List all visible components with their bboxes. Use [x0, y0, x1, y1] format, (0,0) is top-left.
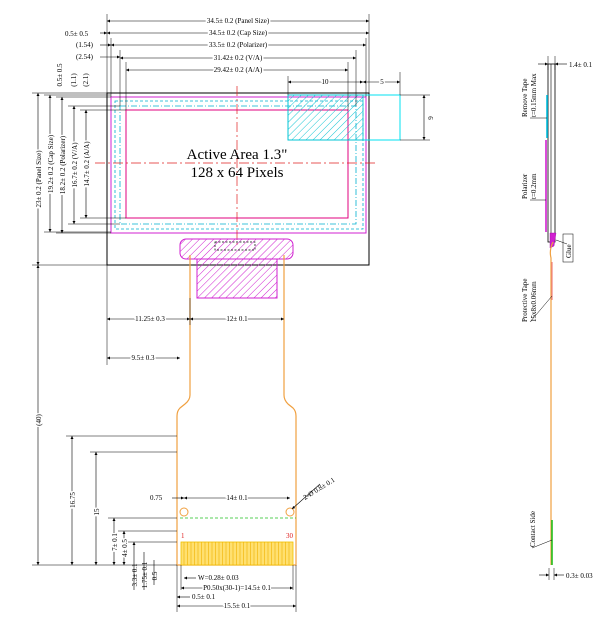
- cap-height-label: 19.2± 0.2 (Cap Size): [47, 134, 55, 193]
- panel-height-label: 23± 0.2 (Panel Size): [35, 150, 43, 208]
- side-panel-glass: [547, 63, 556, 243]
- contact-end-2-label: 0.5: [151, 571, 159, 580]
- pin-first-label: 1: [181, 532, 185, 540]
- contact-side-label: Contact Side: [529, 511, 537, 547]
- left-dimensions: 23± 0.2 (Panel Size) 19.2± 0.2 (Cap Size…: [32, 63, 126, 266]
- pixels-label: 128 x 64 Pixels: [191, 165, 284, 181]
- cutout-height-label: 6: [426, 116, 434, 120]
- fpc-lower-length-label: 15: [93, 508, 101, 516]
- va-height-label: 16.7± 0.2 (V/A): [71, 142, 79, 188]
- hole-size-label: 2-Ø 0.8± 0.1: [302, 476, 337, 502]
- fpc-width-label: 15.5± 0.1: [224, 602, 251, 610]
- polarizer-label-1: Polarizer: [521, 173, 529, 199]
- front-view: Active Area 1.3" 128 x 64 Pixels 1 30 34…: [32, 14, 434, 612]
- contact-length-label: 3.3± 0.1: [131, 563, 139, 587]
- hole-offset-label: 0.75: [150, 494, 163, 502]
- driver-ic: [214, 241, 256, 251]
- top-offset-3-label: (2.1): [82, 73, 90, 87]
- remove-tape-label-1: Remove Tape: [521, 79, 529, 117]
- protective-tape-label-1: Protective Tape: [521, 278, 529, 322]
- pitch-label: P0.50x(30-1)=14.5± 0.1: [203, 584, 271, 592]
- protective-tape-label-2: 15x8x0.06mm: [530, 281, 538, 322]
- cap-width-label: 34.5± 0.2 (Cap Size): [209, 29, 268, 37]
- locating-hole-right: [285, 507, 295, 517]
- cap-outline: [114, 100, 364, 230]
- fpc-thickness-label: 0.3± 0.03: [566, 572, 593, 580]
- fpc-neck-width-label: 12± 0.1: [226, 315, 248, 323]
- fpc-edge-offset-label: 9.5± 0.3: [131, 354, 155, 362]
- left-offset-3-label: (2.54): [76, 53, 94, 61]
- polarizer-label-2: t=0.2mm: [530, 173, 538, 199]
- side-view: 1.4± 0.1 0.3± 0.03 Remove Tape t=0.15mm …: [521, 56, 593, 580]
- edge-margin-label: 0.5± 0.1: [192, 593, 216, 601]
- contact-pad-lines: [183, 542, 290, 565]
- fpc-offset-label: 11.25± 0.3: [135, 315, 165, 323]
- fpc-length-label: 16.75: [69, 492, 77, 508]
- polarizer-outline: [110, 96, 367, 234]
- pin-last-label: 30: [286, 532, 294, 540]
- pin-width-label: W=0.28± 0.03: [198, 574, 239, 582]
- fpc-outline: [176, 255, 297, 566]
- cutout-offset-label: 5: [380, 78, 384, 86]
- top-offset-1-label: 0.5± 0.5: [56, 63, 64, 87]
- left-offset-1-label: 0.5± 0.5: [65, 30, 89, 38]
- top-dimensions: 34.5± 0.2 (Panel Size) 34.5± 0.2 (Cap Si…: [65, 14, 401, 110]
- top-offset-2-label: (1.1): [70, 73, 78, 87]
- polarizer-height-label: 18.2± 0.2 (Polarizer): [59, 135, 67, 194]
- stiffener-height-label: 4± 0.5: [121, 539, 129, 557]
- total-thickness-label: 1.4± 0.1: [569, 61, 593, 69]
- fpc-dimensions: 11.25± 0.3 12± 0.1 9.5± 0.3 (40) 16.75 1…: [32, 265, 337, 612]
- glue-label: Glue: [565, 244, 573, 258]
- fpc-neck-hatch: [196, 258, 278, 299]
- contact-pads: [180, 541, 294, 566]
- active-area-title: Active Area 1.3": [187, 147, 288, 163]
- viewing-area: [119, 105, 357, 225]
- polarizer-width-label: 33.5± 0.2 (Polarizer): [209, 41, 268, 49]
- panel-width-label: 34.5± 0.2 (Panel Size): [207, 17, 270, 25]
- side-fpc: [549, 241, 554, 565]
- cutout-height-dim: 6: [400, 94, 434, 141]
- aa-height-label: 14.7± 0.2 (A/A): [83, 141, 91, 187]
- overall-length-label: (40): [35, 414, 43, 426]
- remove-tape-label-2: t=0.15mm Max: [530, 73, 538, 117]
- stiffener-width-label: 14± 0.1: [226, 494, 248, 502]
- pin-height-label: 7± 0.1: [111, 533, 119, 551]
- cutout-width-label: 10: [322, 78, 330, 86]
- contact-end-1-label: 1.75± 0.1: [141, 561, 149, 588]
- aa-width-label: 29.42± 0.2 (A/A): [214, 66, 263, 74]
- va-width-label: 31.42± 0.2 (V/A): [214, 54, 263, 62]
- locating-hole-left: [179, 507, 189, 517]
- left-offset-2-label: (1.54): [76, 41, 94, 49]
- cutout-hatch: [287, 94, 364, 141]
